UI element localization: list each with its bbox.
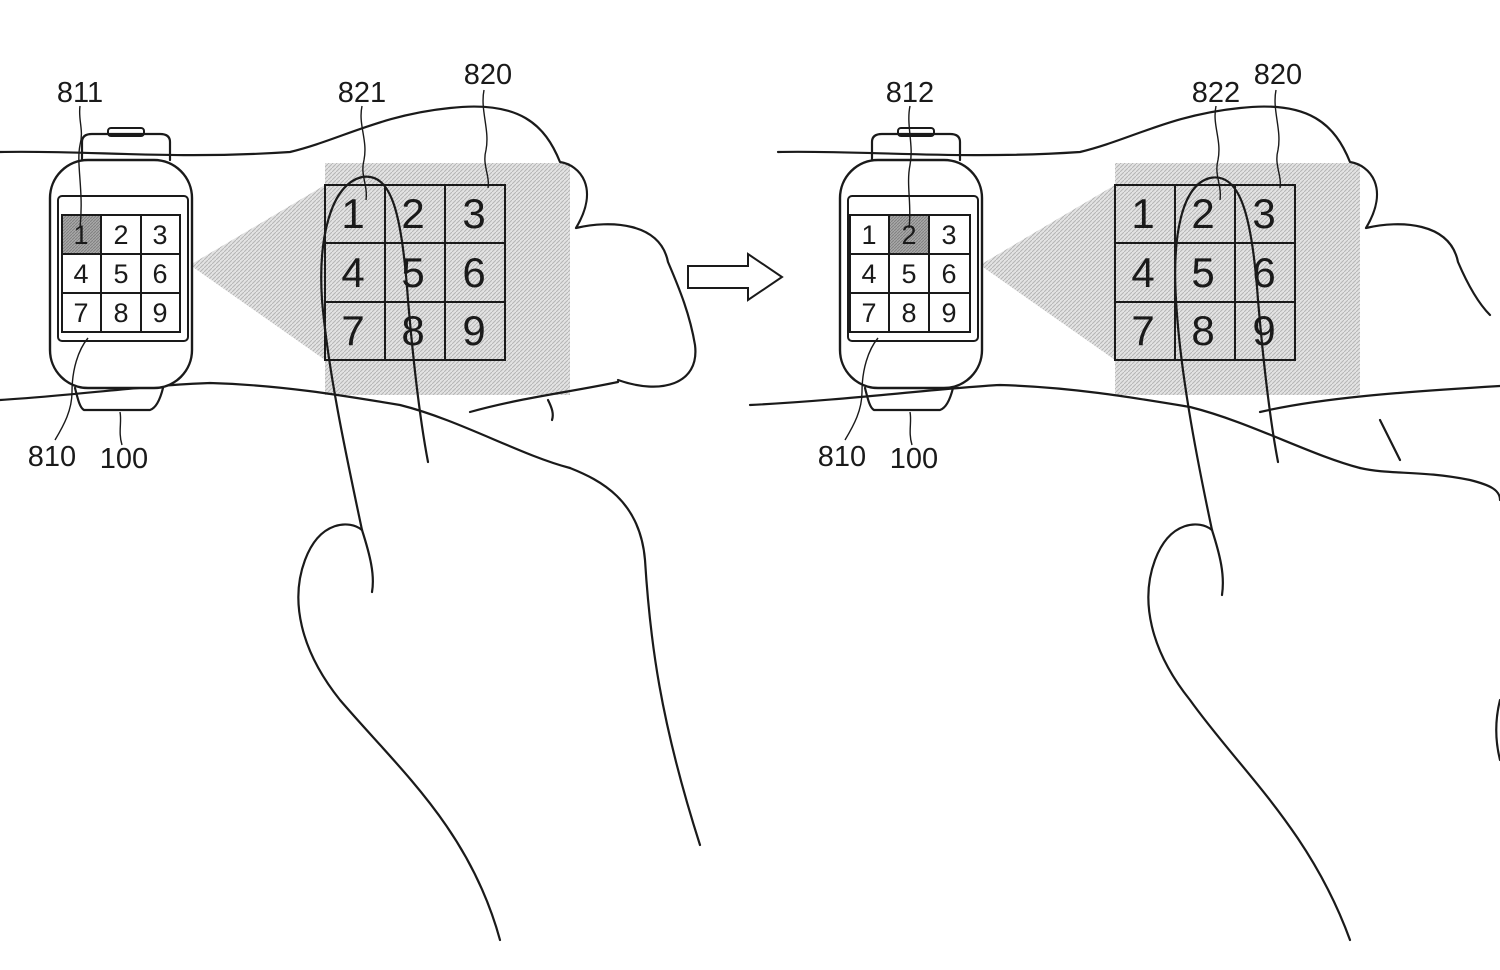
leader-811 bbox=[78, 105, 83, 229]
ref-label-100: 100 bbox=[100, 443, 148, 475]
watch-key: 1 bbox=[861, 220, 876, 250]
pointing-hand-wrist bbox=[1147, 523, 1352, 942]
leader-821 bbox=[360, 105, 368, 201]
hand-crease bbox=[1378, 418, 1402, 462]
leader-810 bbox=[54, 337, 89, 441]
watch-key: 5 bbox=[113, 259, 128, 289]
watch-band-bottom bbox=[73, 386, 165, 412]
ref-label-820: 820 bbox=[1254, 59, 1302, 91]
watch-key: 6 bbox=[152, 259, 167, 289]
arm-outline bbox=[0, 105, 697, 388]
projected-key: 3 bbox=[1252, 190, 1275, 237]
projected-keypad-right: 1 2 3 4 5 6 7 8 9 bbox=[1114, 184, 1296, 361]
projected-key: 6 bbox=[1252, 249, 1275, 296]
ref-label-811: 811 bbox=[57, 77, 103, 109]
pointing-finger bbox=[1174, 176, 1280, 597]
watch-key: 9 bbox=[152, 298, 167, 328]
ref-label-100: 100 bbox=[890, 443, 938, 475]
ref-label-812: 812 bbox=[886, 77, 934, 109]
ref-label-820: 820 bbox=[464, 59, 512, 91]
projected-key: 7 bbox=[341, 307, 364, 354]
watch-key: 9 bbox=[941, 298, 956, 328]
projection-area bbox=[325, 163, 570, 395]
projected-key: 1 bbox=[1131, 190, 1154, 237]
watch-key: 2 bbox=[113, 220, 128, 250]
watch-key: 4 bbox=[73, 259, 88, 289]
left-panel: 1 2 3 4 5 6 7 8 9 1 2 3 4 5 6 7 8 9 bbox=[0, 59, 702, 942]
watch-key: 3 bbox=[941, 220, 956, 250]
watch-key: 8 bbox=[113, 298, 128, 328]
watch-key: 4 bbox=[861, 259, 876, 289]
watch-key: 7 bbox=[73, 298, 88, 328]
leader-820 bbox=[1274, 89, 1282, 189]
projected-key: 6 bbox=[462, 249, 485, 296]
projected-keypad-left: 1 2 3 4 5 6 7 8 9 bbox=[324, 184, 506, 361]
watch-key: 7 bbox=[861, 298, 876, 328]
watch-band-bottom bbox=[863, 386, 955, 412]
hand-knuckle bbox=[468, 380, 620, 414]
projected-key: 1 bbox=[341, 190, 364, 237]
watch-key: 1 bbox=[73, 220, 88, 250]
transition-arrow bbox=[687, 252, 784, 302]
ref-label-821: 821 bbox=[338, 77, 386, 109]
watch-key: 5 bbox=[901, 259, 916, 289]
leader-100 bbox=[909, 411, 913, 446]
projection-beam bbox=[190, 185, 325, 360]
projected-key: 2 bbox=[1191, 190, 1214, 237]
projected-key: 4 bbox=[341, 249, 364, 296]
projected-key: 9 bbox=[462, 307, 485, 354]
hand-knuckle bbox=[1258, 384, 1500, 414]
leader-812 bbox=[907, 105, 912, 229]
projected-key: 7 bbox=[1131, 307, 1154, 354]
leader-820 bbox=[482, 89, 490, 189]
pointing-hand-right-edge bbox=[1495, 698, 1500, 762]
leader-810 bbox=[844, 337, 879, 441]
leader-100 bbox=[119, 411, 123, 446]
watch-keypad-left: 1 2 3 4 5 6 7 8 9 bbox=[61, 214, 181, 333]
hand-crease bbox=[546, 398, 554, 422]
projected-key: 8 bbox=[1191, 307, 1214, 354]
arm-outline bbox=[776, 105, 1492, 317]
ref-label-810: 810 bbox=[818, 441, 866, 473]
ref-label-822: 822 bbox=[1192, 77, 1240, 109]
pointing-finger bbox=[320, 175, 430, 594]
projected-key: 5 bbox=[1191, 249, 1214, 296]
watch-screen-810 bbox=[847, 195, 979, 342]
watch-key: 8 bbox=[901, 298, 916, 328]
projected-key: 8 bbox=[401, 307, 424, 354]
ref-label-810: 810 bbox=[28, 441, 76, 473]
watch-band-top bbox=[870, 132, 962, 162]
arm-outline-lower bbox=[0, 381, 572, 470]
projected-key: 9 bbox=[1252, 307, 1275, 354]
watch-key: 3 bbox=[152, 220, 167, 250]
projected-key: 5 bbox=[401, 249, 424, 296]
projected-key: 4 bbox=[1131, 249, 1154, 296]
watch-key: 2 bbox=[901, 220, 916, 250]
projected-key: 3 bbox=[462, 190, 485, 237]
projection-area bbox=[1115, 163, 1360, 395]
watch-key: 6 bbox=[941, 259, 956, 289]
pointing-hand bbox=[568, 466, 702, 847]
watch-band-top bbox=[80, 132, 172, 162]
leader-822 bbox=[1214, 105, 1222, 201]
watch-keypad-right: 1 2 3 4 5 6 7 8 9 bbox=[849, 214, 971, 333]
right-panel: 1 2 3 4 5 6 7 8 9 1 2 3 4 5 6 7 8 9 bbox=[748, 59, 1500, 942]
projection-beam bbox=[980, 185, 1115, 360]
projected-key: 2 bbox=[401, 190, 424, 237]
pointing-hand-wrist bbox=[297, 523, 502, 942]
pointing-hand bbox=[1358, 466, 1500, 502]
